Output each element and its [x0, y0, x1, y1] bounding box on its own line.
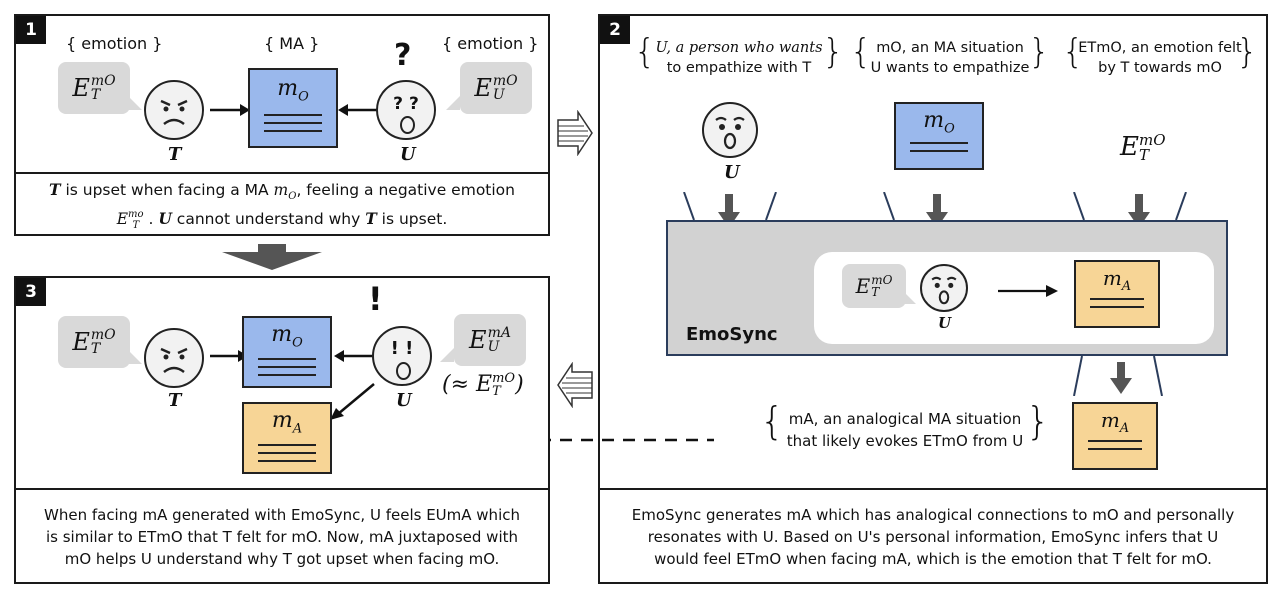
document-mo: mO: [894, 102, 984, 170]
divider: [16, 172, 548, 174]
funnel-lines: [1073, 356, 1163, 396]
arrow-left-icon: [334, 350, 374, 362]
brace-definition-emotion: { ETmO, an emotion felt by T towards mO …: [1062, 32, 1258, 76]
question-mark: ?: [394, 38, 412, 73]
down-arrow-icon: [222, 244, 322, 270]
arrow-right-icon: [998, 285, 1058, 297]
angry-face-t: [144, 328, 204, 388]
panel-3-caption: When facing mA generated with EmoSync, U…: [44, 506, 520, 568]
document-ma: mA: [242, 402, 332, 474]
document-ma-output: mA: [1072, 402, 1158, 470]
brace-definition-mo: { mO, an MA situation U wants to empathi…: [850, 32, 1050, 76]
document-ma: mA: [1074, 260, 1160, 328]
label-u: U: [396, 390, 412, 411]
arrow-diagonal-icon: [330, 383, 375, 420]
bubble-tail: [440, 348, 454, 362]
bubble-tail: [446, 96, 460, 110]
document-mo: mO: [242, 316, 332, 388]
panel-2-number: 2: [600, 16, 630, 44]
panel-2: 2 { U, a person who wants to empathize w…: [598, 14, 1268, 584]
divider: [600, 488, 1266, 490]
output-arrow-icon: [1110, 362, 1132, 394]
confused-face-u: ? ?: [376, 80, 436, 140]
label-t: T: [168, 390, 182, 411]
label-ma: { MA }: [264, 34, 320, 53]
surprised-face-u: [702, 102, 758, 158]
funnel-lines: [683, 192, 1187, 220]
label-t: T: [168, 144, 182, 165]
striped-arrow-left-icon: [557, 362, 593, 408]
label-emotion-right: { emotion }: [442, 34, 539, 53]
divider: [16, 488, 548, 490]
document-mo: mO: [248, 68, 338, 148]
surprised-face-u: [920, 264, 968, 312]
label-u: U: [400, 144, 416, 165]
striped-arrow-right-icon: [557, 110, 593, 156]
angry-face-t: [144, 80, 204, 140]
panel-3-number: 3: [16, 278, 46, 306]
arrow-right-icon: [210, 104, 250, 116]
panel-2-caption: EmoSync generates mA which has analogica…: [631, 506, 1235, 568]
label-emotion-left: { emotion }: [66, 34, 163, 53]
panel-1-caption: T is upset when facing a MA mO, feeling …: [48, 180, 515, 231]
emosync-label: EmoSync: [686, 324, 778, 345]
brace-definition-u: { U, a person who wants to empathize wit…: [634, 32, 844, 76]
arrow-left-icon: [338, 104, 378, 116]
brace-definition-ma: { mA, an analogical MA situation that li…: [760, 399, 1050, 450]
bubble-tail: [128, 350, 142, 364]
label-u: U: [938, 314, 952, 332]
bubble-tail: [904, 292, 916, 304]
bubble-tail: [128, 96, 142, 110]
exclamation-mark: !: [368, 280, 383, 318]
label-u: U: [724, 162, 740, 183]
surprised-face-u: ! !: [372, 326, 432, 386]
panel-1-number: 1: [16, 16, 46, 44]
